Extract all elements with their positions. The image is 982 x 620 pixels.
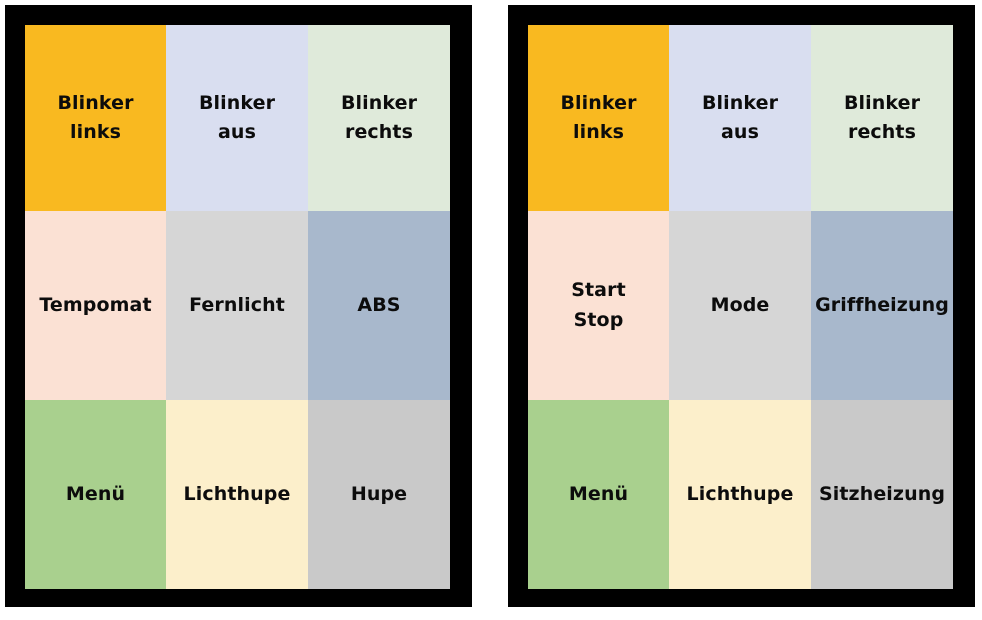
key-abs[interactable]: ABS (308, 211, 450, 400)
key-blinker-rechts-right[interactable]: Blinker rechts (811, 25, 953, 211)
right-keypad-panel: Blinker links Blinker aus Blinker rechts… (508, 5, 975, 607)
key-hupe[interactable]: Hupe (308, 400, 450, 589)
right-keypad-grid: Blinker links Blinker aus Blinker rechts… (528, 25, 953, 589)
key-label: Blinker aus (198, 91, 276, 143)
key-label: Lichthupe (686, 482, 794, 505)
key-label: Blinker rechts (843, 91, 921, 143)
key-label: Start Stop (571, 279, 626, 331)
key-label: Blinker links (560, 91, 637, 143)
key-label: Griffheizung (815, 293, 949, 316)
key-label: Lichthupe (183, 482, 291, 505)
key-label: Menü (568, 482, 629, 505)
key-sitzheizung[interactable]: Sitzheizung (811, 400, 953, 589)
key-menue-left[interactable]: Menü (25, 400, 166, 589)
key-label: Sitzheizung (818, 482, 946, 505)
key-label: Fernlicht (189, 293, 285, 316)
key-blinker-links-left[interactable]: Blinker links (25, 25, 166, 211)
key-start-stop[interactable]: Start Stop (528, 211, 669, 400)
key-tempomat[interactable]: Tempomat (25, 211, 166, 400)
key-mode[interactable]: Mode (669, 211, 811, 400)
left-keypad-grid: Blinker links Blinker aus Blinker rechts… (25, 25, 450, 589)
key-label: Blinker aus (701, 91, 779, 143)
key-blinker-aus-right[interactable]: Blinker aus (669, 25, 811, 211)
key-label: ABS (357, 293, 401, 316)
key-fernlicht[interactable]: Fernlicht (166, 211, 308, 400)
key-griffheizung[interactable]: Griffheizung (811, 211, 953, 400)
key-lichthupe-left[interactable]: Lichthupe (166, 400, 308, 589)
key-label: Blinker rechts (340, 91, 418, 143)
key-label: Mode (710, 293, 770, 316)
key-blinker-aus-left[interactable]: Blinker aus (166, 25, 308, 211)
key-label: Tempomat (39, 293, 152, 316)
key-blinker-rechts-left[interactable]: Blinker rechts (308, 25, 450, 211)
left-keypad-panel: Blinker links Blinker aus Blinker rechts… (5, 5, 472, 607)
key-label: Hupe (350, 482, 408, 505)
key-blinker-links-right[interactable]: Blinker links (528, 25, 669, 211)
key-label: Menü (65, 482, 126, 505)
key-menue-right[interactable]: Menü (528, 400, 669, 589)
key-label: Blinker links (57, 91, 134, 143)
key-lichthupe-right[interactable]: Lichthupe (669, 400, 811, 589)
